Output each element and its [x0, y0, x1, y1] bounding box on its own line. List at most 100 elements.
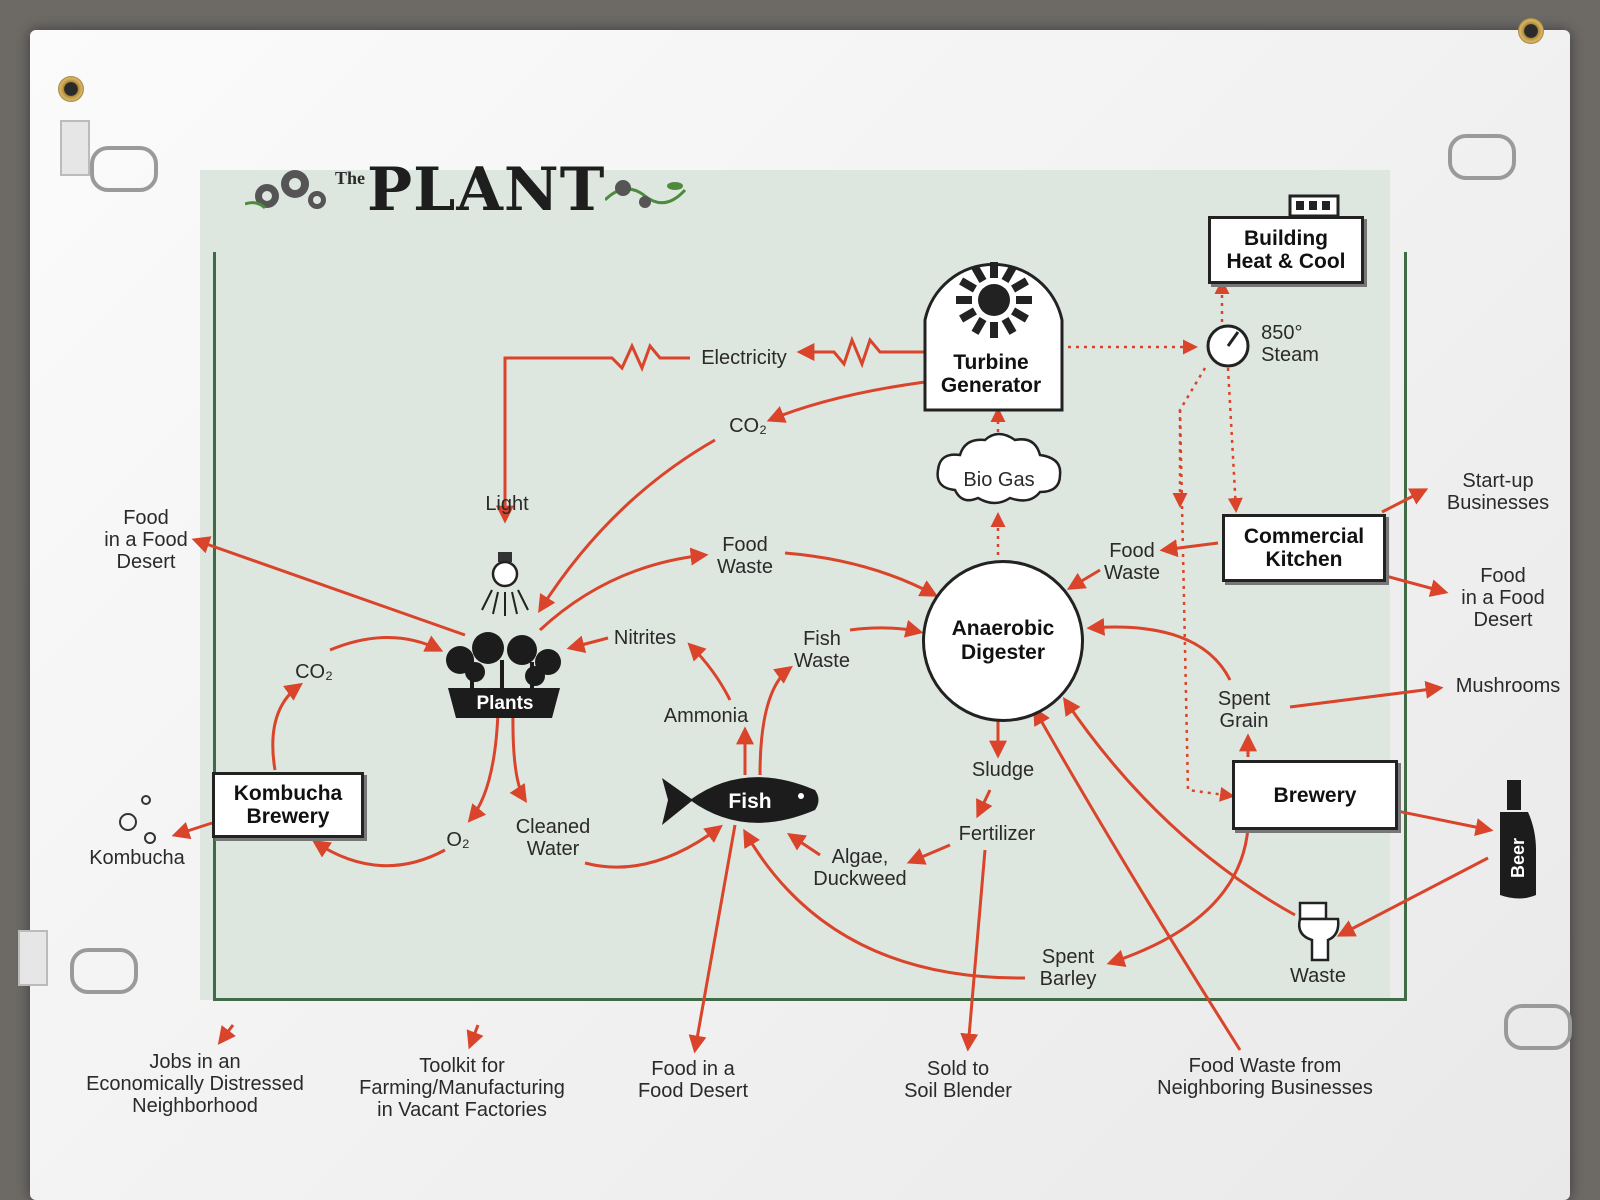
grommet-top-right	[1518, 18, 1544, 44]
plants-label: Plants	[476, 693, 534, 714]
arrow-turbine-electricity	[796, 335, 930, 369]
arrow-spentbarley-fish	[743, 828, 1026, 980]
label-food-waste-kitchen: Food Waste	[1104, 540, 1160, 584]
label-algae-duckweed: Algae, Duckweed	[813, 846, 907, 890]
beer-label: Beer	[1508, 837, 1528, 879]
kombucha-brewery-box: Kombucha Brewery	[212, 772, 364, 838]
arrow-plants-fooddesert	[191, 536, 466, 637]
turbine-generator-label: Turbine Generator	[940, 351, 1042, 397]
arrow-plants-o2	[467, 711, 500, 823]
diagram-panel	[200, 170, 1390, 1000]
plants-icon	[446, 632, 561, 718]
label-food-waste-center: Food Waste	[717, 534, 773, 578]
arrow-brewery-beer	[1391, 808, 1494, 836]
dotted-steam-kitchen	[1226, 367, 1243, 513]
binder-clip-right-top	[1448, 134, 1516, 180]
arrow-ammonia-nitrites	[687, 642, 732, 701]
grommet-top-left	[58, 76, 84, 102]
label-cleaned-water: Cleaned Water	[515, 816, 591, 860]
dotted-steam-left	[1172, 367, 1207, 508]
label-light: Light	[485, 493, 529, 515]
arrow-fish-fishwaste	[758, 665, 793, 776]
toilet-icon	[1298, 901, 1340, 962]
title-main: PLANT	[367, 155, 606, 225]
arrow-co2-plants-left	[329, 635, 444, 652]
arrow-fishwaste-digester	[849, 619, 924, 638]
label-waste: Waste	[1290, 965, 1346, 987]
fish-icon	[662, 777, 819, 825]
arrow-beer-waste	[1336, 856, 1489, 937]
arrow-nitrites-plants	[566, 635, 609, 654]
arrow-electricity-light	[496, 342, 690, 524]
turbine-icon	[956, 262, 1032, 338]
arrow-toolkit	[466, 1024, 484, 1050]
arrow-fertilizer-soil	[960, 849, 987, 1052]
arrow-sludge-fertilizer	[976, 789, 993, 819]
arrow-foodwaste-digester-right	[1066, 568, 1101, 590]
arrow-fertilizer-algae	[906, 843, 951, 865]
cloud-icon	[936, 432, 1062, 505]
arrow-spentgrain-mushrooms	[1289, 680, 1444, 709]
label-food-desert-left: Food in a Food Desert	[104, 507, 188, 573]
arrow-kitchen-startup	[1381, 488, 1429, 514]
label-kombucha: Kombucha	[89, 847, 185, 869]
diagram-frame	[213, 252, 1407, 1001]
arrow-plants-foodwaste	[538, 547, 709, 632]
arrow-fish-fooddesert	[688, 824, 737, 1054]
label-sludge: Sludge	[971, 759, 1035, 781]
label-fish-waste: Fish Waste	[794, 628, 850, 672]
lightbulb-icon	[481, 552, 529, 616]
gauge-icon	[1206, 324, 1250, 368]
label-electricity: Electricity	[701, 347, 787, 369]
arrow-plants-cleanedwater	[509, 711, 527, 804]
label-mushrooms: Mushrooms	[1455, 675, 1561, 697]
binder-clip-left-top	[90, 146, 158, 192]
gear-icon	[245, 170, 326, 210]
bubbles-icon	[119, 795, 156, 844]
arrow-cleanedwater-fish	[584, 824, 723, 869]
label-bio-gas: Bio Gas	[963, 469, 1035, 491]
label-co2-left: CO₂	[295, 661, 333, 683]
arrow-kitchen-foodwaste	[1159, 539, 1219, 558]
arrow-foodwaste-digester	[784, 551, 939, 597]
label-ammonia: Ammonia	[663, 705, 749, 727]
output-food-desert: Food in a Food Desert	[637, 1058, 749, 1102]
arrow-kombucha-drink	[171, 821, 213, 840]
plant-logo: The PLANT	[245, 150, 695, 230]
binder-clip-right-bottom	[1504, 1004, 1572, 1050]
arrow-o2-kombucha	[311, 840, 446, 868]
brewery-box: Brewery	[1232, 760, 1398, 830]
building-heat-cool-box: Building Heat & Cool	[1208, 216, 1364, 284]
label-fertilizer: Fertilizer	[958, 823, 1036, 845]
clip-base-left-bottom	[18, 930, 48, 986]
arrow-turbine-co2	[766, 380, 926, 423]
dotted-steam-brewery	[1178, 409, 1235, 802]
arrow-waste-digester	[1062, 697, 1296, 917]
output-soil-blender: Sold to Soil Blender	[904, 1058, 1012, 1102]
commercial-kitchen-box: Commercial Kitchen	[1222, 514, 1386, 582]
arrow-brewery-spentbarley	[1106, 827, 1250, 968]
fish-label: Fish	[728, 790, 772, 813]
arrow-jobs	[217, 1024, 236, 1045]
output-jobs: Jobs in an Economically Distressed Neigh…	[86, 1051, 304, 1117]
arrow-kitchen-fooddesert	[1381, 573, 1449, 597]
label-o2: O₂	[446, 829, 470, 851]
arrow-co2-plants	[538, 438, 716, 614]
label-spent-barley: Spent Barley	[1039, 946, 1097, 990]
label-food-desert-right: Food in a Food Desert	[1461, 565, 1545, 631]
anaerobic-digester: Anaerobic Digester	[922, 560, 1084, 722]
vine-icon	[605, 180, 687, 208]
building-icon	[1288, 194, 1340, 218]
binder-clip-left-bottom	[70, 948, 138, 994]
label-startup: Start-up Businesses	[1446, 470, 1550, 514]
arrow-neighbors-digester	[1033, 706, 1242, 1051]
clip-base-left-top	[60, 120, 90, 176]
arrow-kombucha-co2	[271, 682, 303, 771]
title-prefix: The	[335, 167, 366, 188]
label-spent-grain: Spent Grain	[1217, 688, 1271, 732]
beer-bottle-icon	[1500, 780, 1536, 899]
arrow-spentgrain-digester	[1086, 617, 1232, 681]
arrow-algae-fish	[787, 833, 821, 857]
output-toolkit: Toolkit for Farming/Manufacturing in Vac…	[359, 1055, 565, 1121]
